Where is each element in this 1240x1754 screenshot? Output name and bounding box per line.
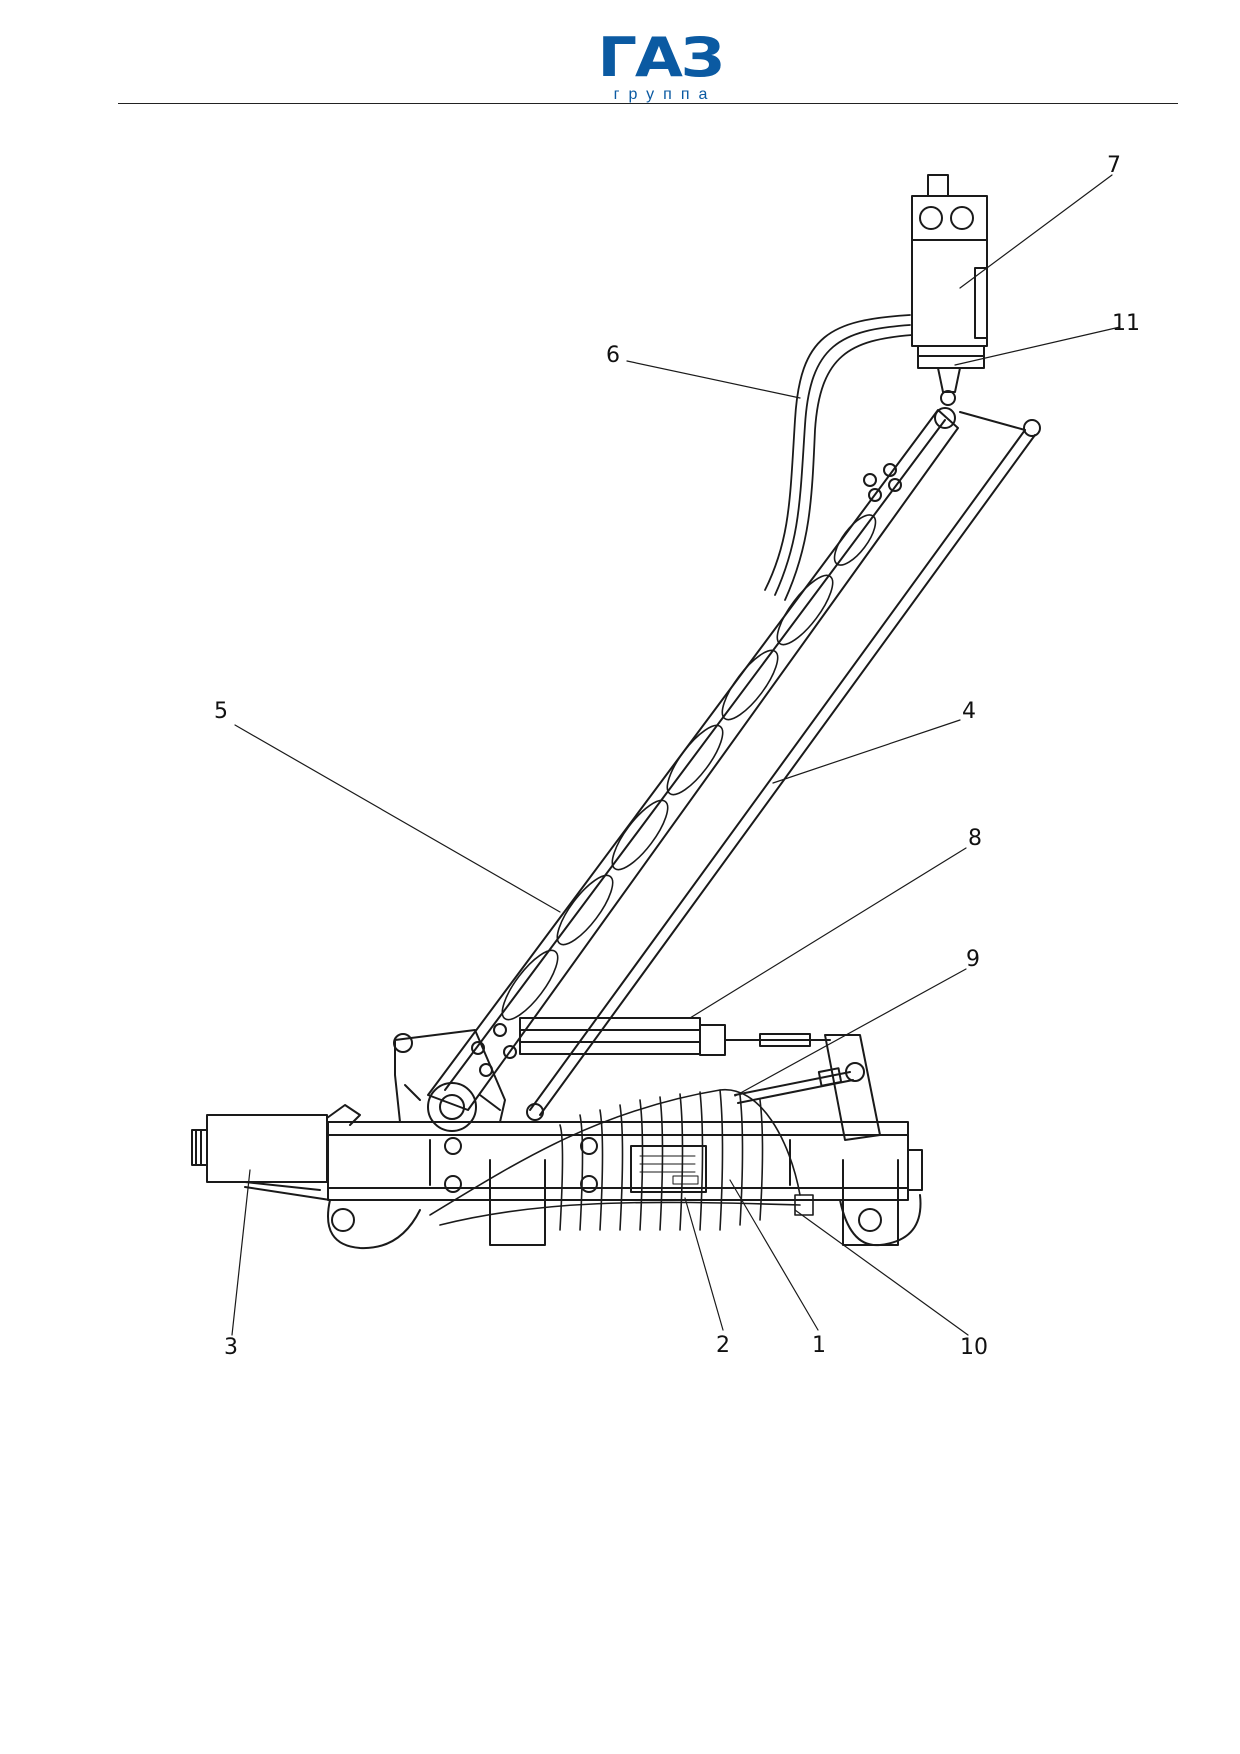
left-actuator-box [191,1104,361,1201]
callout-1: 1 [812,1333,826,1358]
logo-wordmark: ГАЗ [597,26,725,89]
header-divider [118,103,1178,104]
callout-2: 2 [716,1333,730,1358]
callout-4: 4 [962,699,976,724]
callout-labels: 1 2 3 4 5 6 7 8 9 10 11 [214,153,1140,1360]
callout-7: 7 [1107,153,1121,178]
callout-8: 8 [968,826,982,851]
callout-9: 9 [966,947,980,972]
base-beam [327,1121,923,1250]
pivot-bracket [393,1029,506,1132]
callout-5: 5 [214,699,228,724]
callout-6: 6 [606,343,620,368]
logo-subtitle: группа [613,86,717,103]
adjusting-rod [734,1067,854,1104]
hoses [764,314,913,601]
main-boom [427,407,959,1111]
callout-11: 11 [1112,311,1140,336]
leader-lines [231,174,1121,1336]
callout-3: 3 [224,1335,238,1360]
gaz-group-logo: ГАЗ группа [580,31,740,104]
diagonal-strut [526,411,1041,1121]
page-header: ГАЗ группа [0,0,1240,110]
control-unit [911,174,988,406]
hydraulic-cylinder [519,1017,881,1141]
bellows-spring [429,1089,814,1231]
callout-10: 10 [960,1335,988,1360]
